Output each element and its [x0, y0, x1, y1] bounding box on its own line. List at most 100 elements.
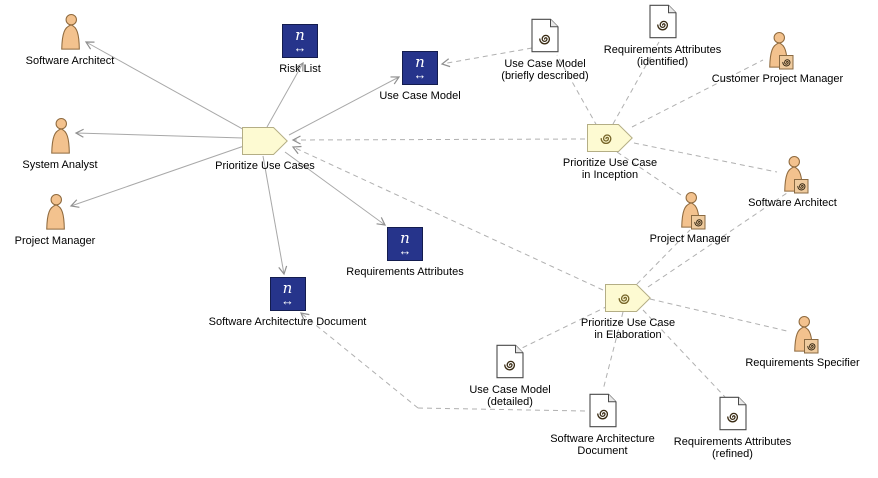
artifact-n-glyph: n [295, 25, 305, 44]
connector-puc-risk-list [266, 61, 304, 128]
actor-label: Software Architect [25, 55, 115, 67]
connector-inception-sw-architect-right [633, 142, 778, 173]
artifact-label: Software Architecture Document [208, 316, 367, 328]
artifact-label: Requirements Attributes [346, 266, 464, 278]
document-label: Requirements Attributes (refined) [674, 436, 791, 460]
artifact-n-glyph: n [400, 228, 410, 247]
artifact-software-architecture-document[interactable]: n ↔ Software Architecture Document [200, 277, 375, 328]
document-label: Requirements Attributes (identified) [604, 44, 721, 68]
connector-inception-customer-pm [631, 59, 764, 128]
actor-label: Requirements Specifier [745, 357, 860, 369]
connector-saddoc-sad-artifact-horiz [417, 407, 586, 412]
activity-label-line2: in Inception [581, 169, 639, 181]
document-label-line1: Requirements Attributes [603, 44, 722, 56]
actor-system-analyst[interactable]: System Analyst [0, 117, 120, 171]
document-requirements-attributes-refined[interactable]: Requirements Attributes (refined) [665, 396, 800, 460]
actor-software-architect-left[interactable]: Software Architect [10, 13, 130, 67]
connector-puc-project-manager-left [69, 145, 245, 208]
activity-label: Prioritize Use Case in Elaboration [581, 317, 675, 341]
artifact-risk-list[interactable]: n ↔ Risk List [255, 24, 345, 75]
activity-label: Prioritize Use Cases [215, 160, 315, 172]
document-page-icon [649, 4, 677, 39]
activity-pentagon-spiral-icon [587, 124, 633, 152]
connector-saddoc-sad-artifact-diag [300, 312, 419, 409]
artifact-requirements-attributes[interactable]: n ↔ Requirements Attributes [340, 227, 470, 278]
artifact-n-glyph: n [415, 52, 425, 71]
actor-customer-project-manager[interactable]: Customer Project Manager [700, 31, 855, 85]
artifact-label: Risk List [279, 63, 321, 75]
spiral-badge-icon [691, 215, 706, 230]
artifact-model-icon: n ↔ [269, 277, 306, 311]
person-icon [678, 192, 706, 230]
artifact-model-icon: n ↔ [282, 24, 318, 58]
document-page-icon [589, 393, 617, 428]
artifact-arrow-glyph: ↔ [398, 242, 412, 258]
document-label-line1: Software Architecture [550, 433, 655, 445]
person-icon [43, 194, 67, 230]
connector-elaboration-ucm-detailed [521, 305, 609, 349]
activity-prioritize-use-cases[interactable]: Prioritize Use Cases [210, 127, 320, 172]
connector-elaboration-puc [291, 145, 604, 291]
document-label: Use Case Model (detailed) [469, 384, 550, 408]
activity-pentagon-icon [242, 127, 288, 155]
connector-puc-use-case-model [288, 76, 401, 136]
actor-software-architect-right[interactable]: Software Architect [730, 156, 855, 209]
connector-ucm-doc-ucm-artifact [440, 47, 533, 68]
document-page-icon [531, 18, 559, 53]
person-icon [58, 13, 82, 50]
connector-inception-puc [291, 135, 586, 145]
document-page-icon [496, 344, 524, 379]
spiral-badge-icon [793, 179, 808, 194]
actor-project-manager-left[interactable]: Project Manager [0, 194, 110, 247]
document-use-case-model-briefly-described[interactable]: Use Case Model (briefly described) [490, 18, 600, 82]
actor-label: Software Architect [748, 197, 837, 209]
document-label: Software Architecture Document [550, 433, 655, 457]
artifact-arrow-glyph: ↔ [413, 66, 427, 82]
connector-elaboration-req-specifier [649, 298, 788, 332]
document-label-line2: (detailed) [487, 396, 533, 408]
connector-puc-requirements-attributes [284, 151, 387, 226]
solid-connectors [69, 41, 401, 276]
artifact-arrow-glyph: ↔ [281, 292, 294, 308]
document-label-line2: (briefly described) [501, 70, 589, 82]
person-icon [781, 156, 808, 194]
connector-puc-system-analyst [74, 128, 244, 139]
artifact-n-glyph: n [282, 278, 293, 297]
connector-inception-reqattr-identified [612, 41, 660, 125]
document-label-line1: Use Case Model [469, 384, 551, 396]
document-use-case-model-detailed[interactable]: Use Case Model (detailed) [455, 344, 565, 408]
person-icon [791, 316, 818, 354]
activity-label: Prioritize Use Case in Inception [563, 157, 657, 181]
connector-inception-project-manager [616, 151, 682, 196]
activity-pentagon-spiral-icon [605, 284, 651, 312]
actor-label: System Analyst [22, 159, 98, 171]
actor-label: Project Manager [649, 233, 731, 245]
document-label: Use Case Model (briefly described) [501, 58, 588, 82]
document-label-line2: (refined) [712, 448, 753, 460]
document-software-architecture-document[interactable]: Software Architecture Document [540, 393, 665, 457]
activity-label-line1: Prioritize Use Case [580, 317, 676, 329]
activity-label-line2: in Elaboration [594, 329, 662, 341]
actor-project-manager-right[interactable]: Project Manager [635, 192, 745, 245]
actor-requirements-specifier[interactable]: Requirements Specifier [730, 316, 875, 369]
document-requirements-attributes-identified[interactable]: Requirements Attributes (identified) [595, 4, 730, 68]
artifact-model-icon: n ↔ [387, 227, 423, 261]
dashed-connectors [291, 41, 788, 412]
connector-puc-software-architect-left [84, 41, 249, 133]
activity-prioritize-use-case-in-elaboration[interactable]: Prioritize Use Case in Elaboration [568, 284, 688, 341]
artifact-model-icon: n ↔ [402, 51, 438, 85]
document-label-line2: (identified) [636, 56, 689, 68]
artifact-use-case-model[interactable]: n ↔ Use Case Model [360, 51, 480, 102]
activity-prioritize-use-case-in-inception[interactable]: Prioritize Use Case in Inception [550, 124, 670, 181]
person-icon [48, 117, 72, 154]
actor-label: Customer Project Manager [711, 73, 844, 85]
artifact-label: Use Case Model [379, 90, 461, 102]
connector-elaboration-project-manager [636, 229, 691, 285]
document-label-line1: Use Case Model [504, 58, 586, 70]
connector-elaboration-sw-architect [647, 192, 788, 288]
spiral-badge-icon [803, 339, 818, 354]
document-label-line1: Requirements Attributes [673, 436, 792, 448]
activity-label-line1: Prioritize Use Case [562, 157, 658, 169]
